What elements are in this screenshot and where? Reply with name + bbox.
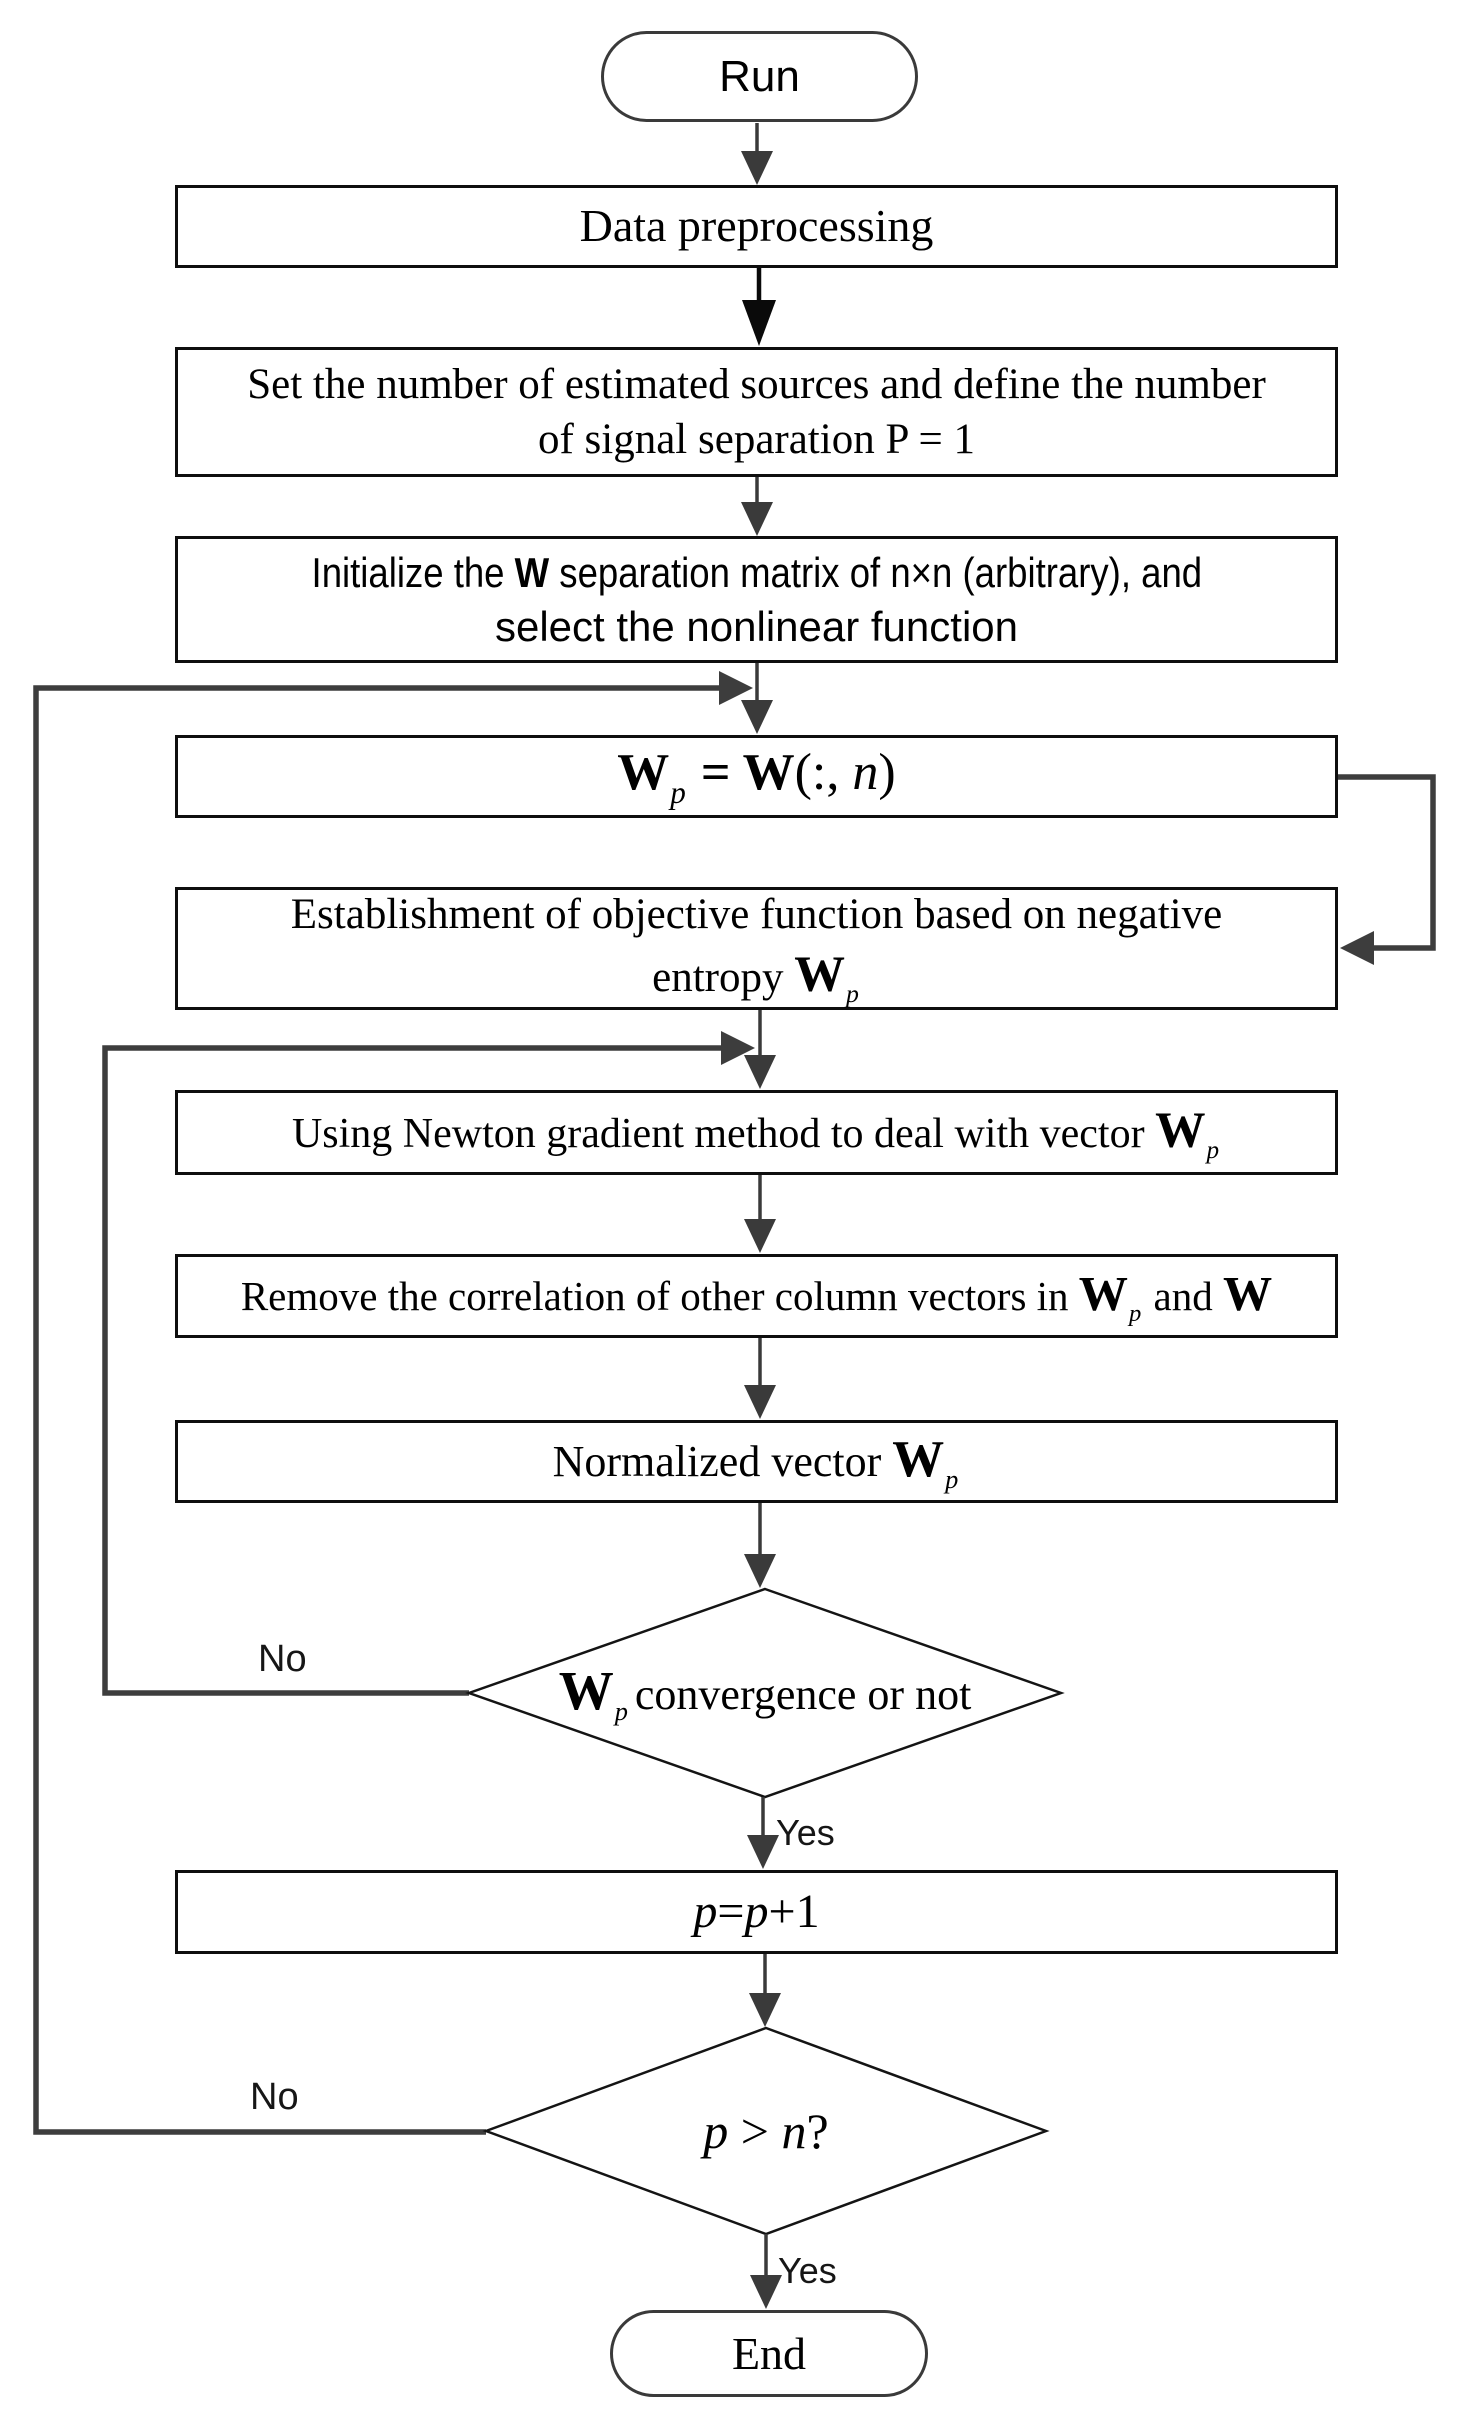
formula-wp-assignment: Wp = W(:, n) — [617, 744, 896, 811]
loop-convergence-no-line — [102, 1045, 722, 1696]
text-line: p > n? — [703, 2103, 829, 2159]
text-line-1: Set the number of estimated sources and … — [247, 360, 1266, 408]
process-box-set-sources: Set the number of estimated sources and … — [175, 347, 1338, 477]
arrow-increment-to-pgtn-head — [749, 1993, 781, 2027]
process-box-remove-correlation: Remove the correlation of other column v… — [175, 1254, 1338, 1338]
connector-wp-to-objective-line — [1338, 774, 1436, 951]
process-box-normalize-vector: Normalized vector Wp — [175, 1420, 1338, 1503]
arrow-normalize-to-convergence-head — [744, 1554, 776, 1588]
terminator-end: End — [610, 2310, 928, 2397]
arrow-set-to-init-head — [741, 502, 773, 536]
process-box-data-preprocessing: Data preprocessing — [175, 185, 1338, 268]
connector-wp-to-objective-arrowhead — [1340, 931, 1374, 965]
process-label: Data preprocessing — [579, 200, 934, 252]
decision-convergence-shape — [465, 1587, 1065, 1799]
arrow-pgtn-yes-head — [750, 2275, 782, 2309]
arrow-objective-to-newton-head — [744, 1055, 776, 1089]
text-line: Using Newton gradient method to deal wit… — [291, 1101, 1220, 1165]
loop-p-gt-n-no-arrowhead — [719, 671, 753, 705]
text-line-1: Establishment of objective function base… — [290, 890, 1223, 938]
text-line: Remove the correlation of other column v… — [240, 1265, 1273, 1327]
arrow-init-to-wp-head — [741, 700, 773, 734]
arrow-convergence-yes-head — [747, 1835, 779, 1869]
branch-label-yes-p-gt-n: Yes — [778, 2250, 837, 2291]
decision-p-gt-n-label: p > n? — [486, 2028, 1046, 2234]
arrow-newton-to-decorr-head — [744, 1219, 776, 1253]
text-line: Normalized vector Wp — [552, 1430, 959, 1494]
terminator-run-label: Run — [719, 51, 800, 101]
formula-increment: p=p+1 — [693, 1885, 820, 1939]
text-line-1: Initialize the W separation matrix of n×… — [311, 548, 1202, 596]
process-box-wp-assignment: Wp = W(:, n) — [175, 735, 1338, 818]
branch-label-yes-convergence: Yes — [776, 1812, 835, 1853]
branch-label-no-p-gt-n: No — [250, 2076, 299, 2118]
process-box-objective-function: Establishment of objective function base… — [175, 887, 1338, 1010]
terminator-end-label: End — [731, 2328, 807, 2379]
arrow-decorr-to-normalize-head — [744, 1385, 776, 1419]
process-box-initialize-w: Initialize the W separation matrix of n×… — [175, 536, 1338, 663]
text-line-2: select the nonlinear function — [494, 602, 1018, 650]
text-line-2: entropy Wp — [652, 945, 859, 1009]
process-box-increment-p: p=p+1 — [175, 1870, 1338, 1954]
process-box-newton-gradient: Using Newton gradient method to deal wit… — [175, 1090, 1338, 1175]
arrow-preprocess-to-set-head — [742, 300, 776, 346]
loop-convergence-no-arrowhead — [721, 1031, 755, 1065]
text-line-2: of signal separation P = 1 — [537, 416, 976, 463]
branch-label-no-convergence: No — [258, 1638, 307, 1680]
arrow-run-to-preprocess-head — [741, 151, 773, 185]
terminator-run: Run — [601, 31, 918, 122]
loop-p-gt-n-no-line — [33, 685, 720, 2135]
